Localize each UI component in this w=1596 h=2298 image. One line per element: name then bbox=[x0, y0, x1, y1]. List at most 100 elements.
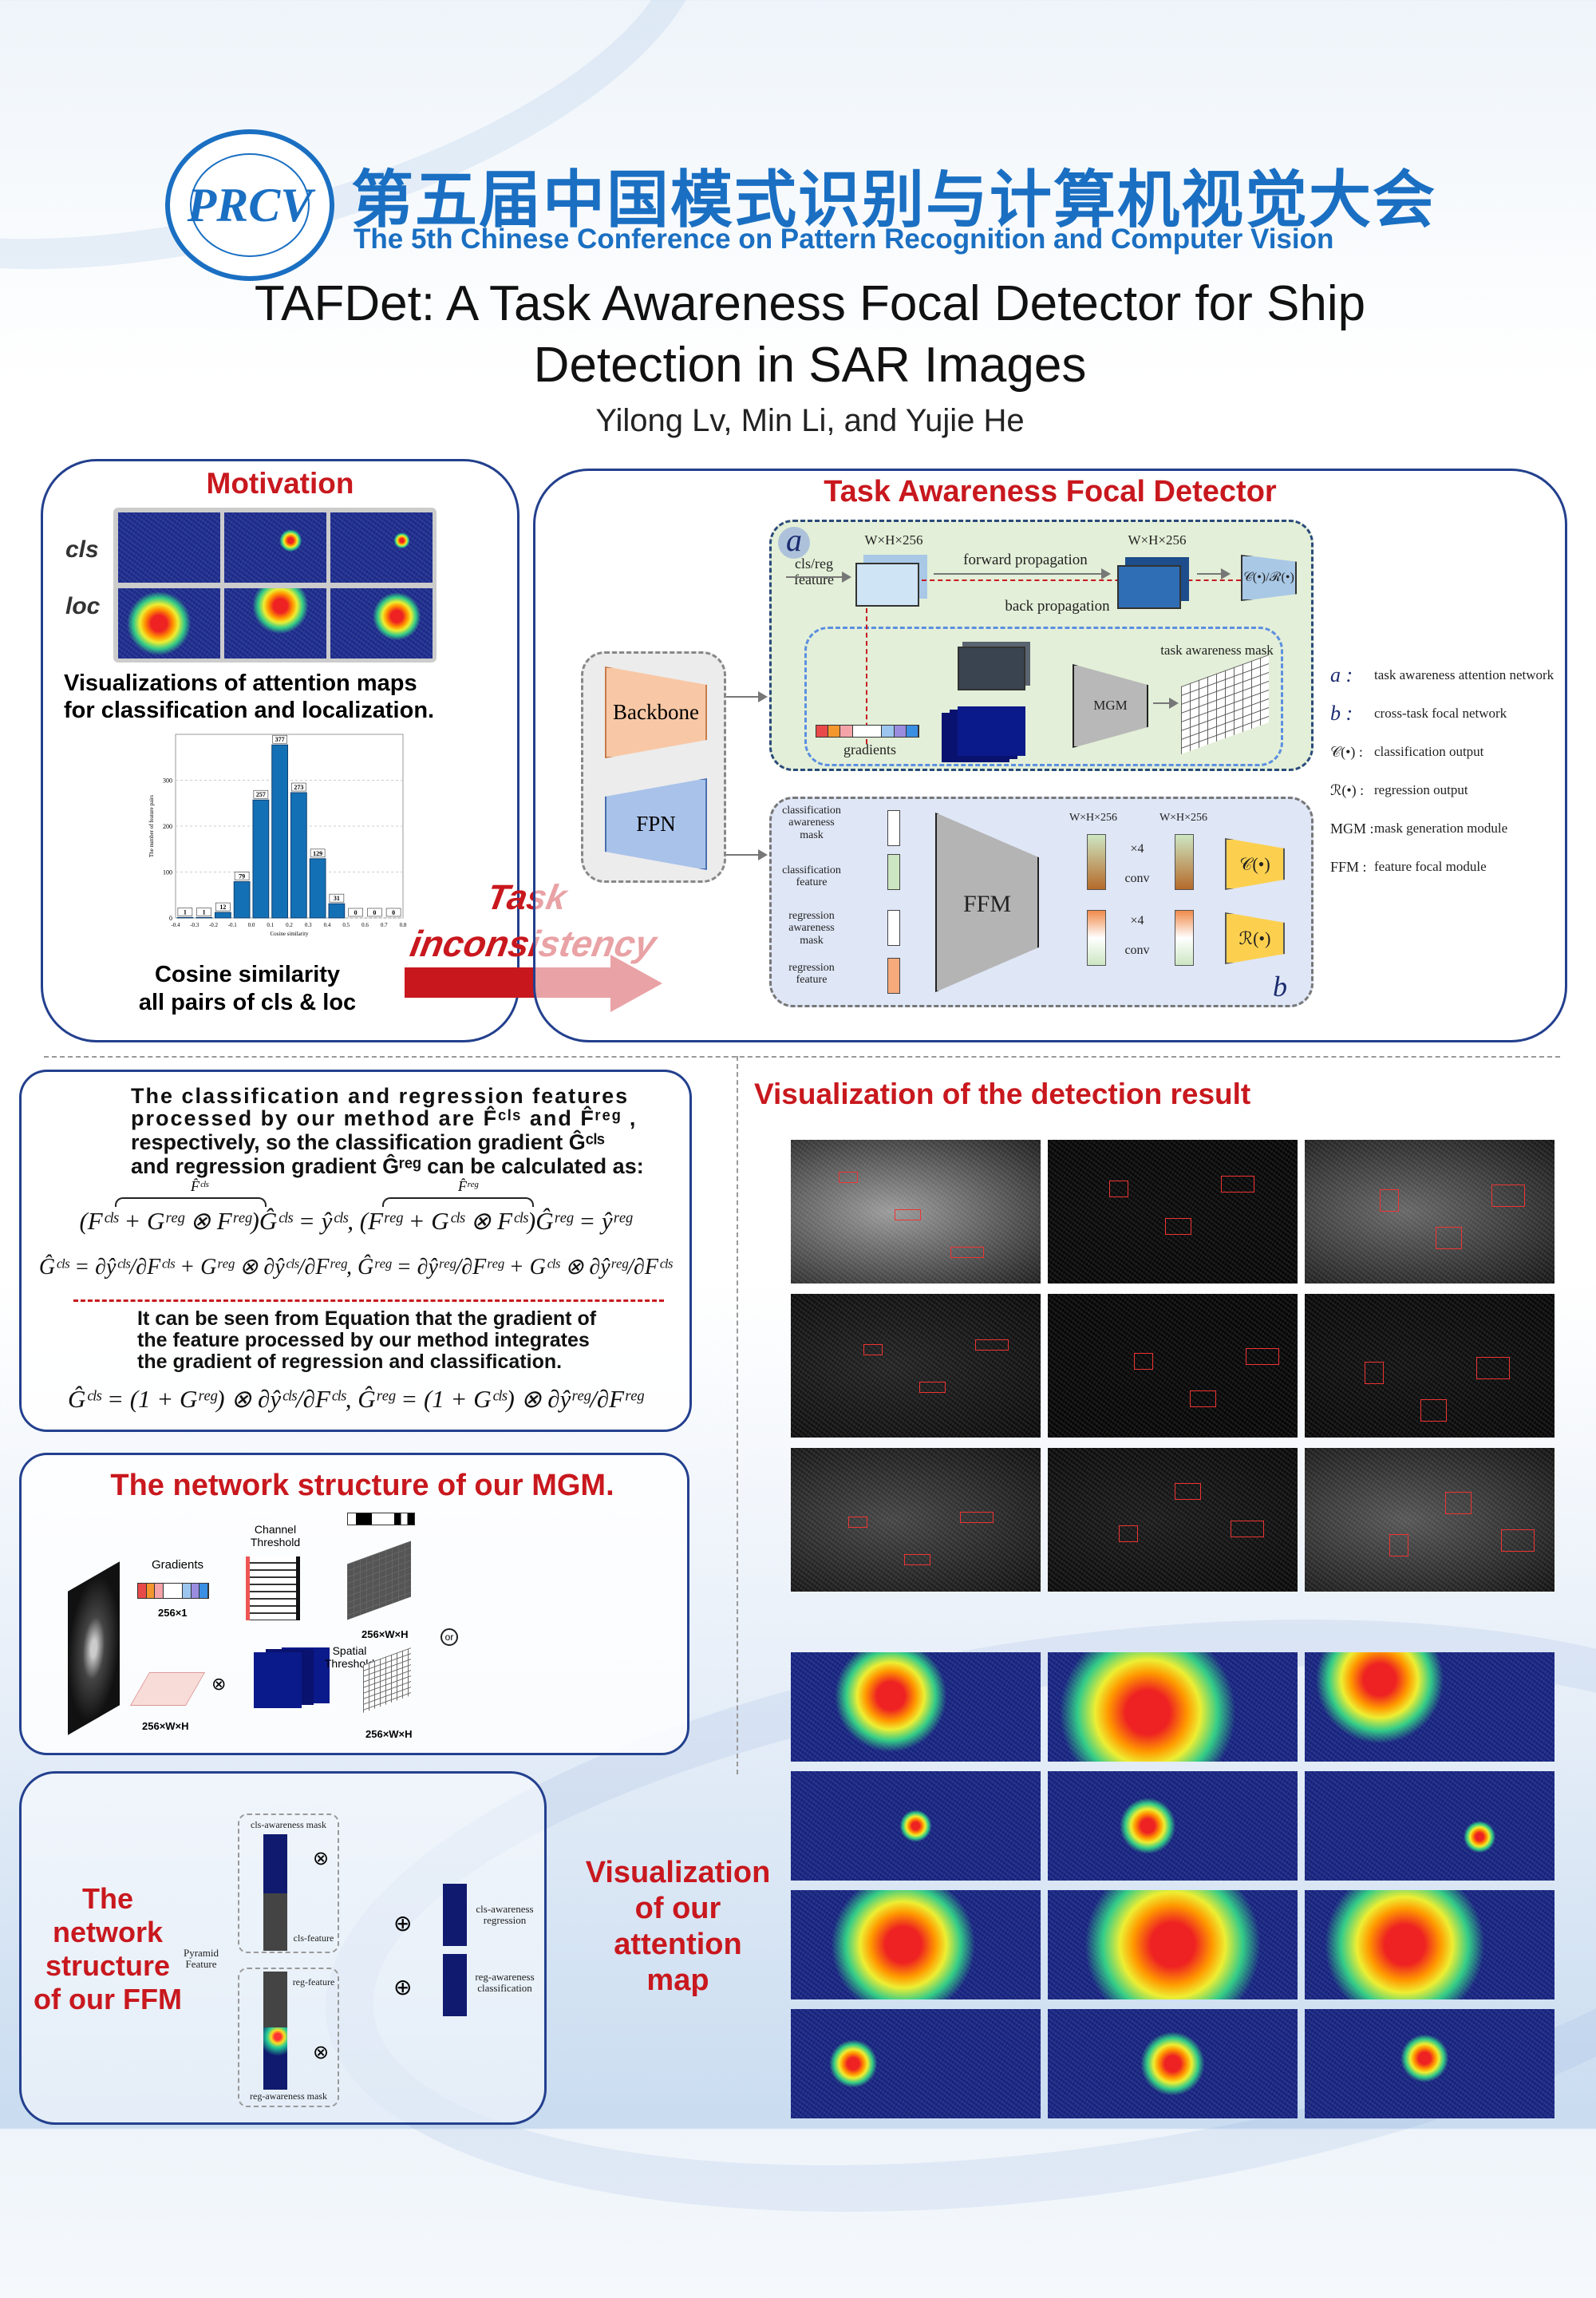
feature-slab-orange bbox=[887, 958, 900, 994]
detection-box bbox=[1221, 1176, 1254, 1193]
data-label-box bbox=[348, 908, 363, 917]
multiply-icon: ⊗ bbox=[313, 2042, 330, 2063]
logo-letters: PRCV bbox=[188, 153, 312, 257]
histogram-bar bbox=[290, 792, 307, 919]
tafd-title: Task Awareness Focal Detector bbox=[824, 475, 1277, 508]
detection-box bbox=[1445, 1492, 1472, 1514]
conference-logo: PRCV bbox=[165, 129, 334, 281]
detection-box bbox=[904, 1554, 930, 1565]
feature-cube-light bbox=[855, 563, 919, 607]
task-awareness-mask-label: task awareness mask bbox=[1160, 643, 1274, 658]
attention-title-line: of our bbox=[634, 1892, 721, 1925]
attention-map-image bbox=[791, 1771, 1041, 1881]
attention-map-tile bbox=[330, 512, 433, 583]
histogram-bar bbox=[233, 881, 251, 919]
attention-map-image bbox=[1305, 2009, 1555, 2118]
gradients-bar bbox=[816, 725, 919, 738]
legend-key: MGM : bbox=[1330, 820, 1374, 837]
badge-b: b bbox=[1273, 971, 1287, 1003]
data-label-box bbox=[272, 734, 287, 744]
reg-mask-image bbox=[263, 2027, 287, 2090]
feature-stack bbox=[958, 647, 1025, 690]
histogram-bar bbox=[309, 858, 326, 919]
detection-box bbox=[839, 1172, 858, 1183]
output-label: reg-awareness classification bbox=[475, 1971, 535, 1995]
detection-box bbox=[1491, 1185, 1525, 1207]
data-label-box bbox=[310, 848, 326, 858]
detection-box bbox=[1380, 1189, 1399, 1212]
detection-image bbox=[1048, 1140, 1298, 1283]
x-tick-label: -0.4 bbox=[171, 922, 180, 928]
multiply-icon: ⊗ bbox=[211, 1674, 227, 1694]
plot-area bbox=[175, 734, 404, 919]
x-tick-label: 0.7 bbox=[381, 922, 388, 928]
gradient-cell bbox=[894, 726, 907, 737]
data-label-box bbox=[385, 908, 401, 917]
sar-input-image bbox=[68, 1561, 120, 1735]
detection-image bbox=[791, 1294, 1041, 1438]
attention-map-image bbox=[791, 1652, 1041, 1762]
detection-box bbox=[1190, 1390, 1216, 1407]
brace bbox=[382, 1197, 534, 1207]
spatial-map-stack bbox=[254, 1652, 302, 1708]
reg-feature-label: reg-feature bbox=[292, 1976, 335, 1988]
detection-box bbox=[1389, 1534, 1408, 1556]
detection-box bbox=[1501, 1529, 1535, 1552]
motivation-caption-2: for classification and localization. bbox=[64, 698, 435, 723]
x-tick-label: 0.3 bbox=[305, 922, 312, 928]
cls-feature-image bbox=[263, 1893, 287, 1951]
equations-panel bbox=[19, 1070, 692, 1432]
detection-box bbox=[1109, 1181, 1128, 1197]
detection-box bbox=[975, 1339, 1009, 1351]
reg-feature-image bbox=[263, 1972, 287, 2029]
x-tick-label: 0.1 bbox=[267, 922, 274, 928]
y-axis-label: The number of feature pairs bbox=[148, 795, 155, 857]
divider bbox=[44, 1056, 1560, 1058]
data-label: 257 bbox=[256, 791, 266, 798]
detection-box bbox=[1246, 1348, 1279, 1365]
conv-label: conv bbox=[1124, 872, 1150, 885]
divider bbox=[737, 1056, 738, 1774]
histogram-bar bbox=[215, 912, 231, 919]
gradient-cell bbox=[155, 1584, 164, 1598]
cross-task-focal-network bbox=[769, 797, 1314, 1007]
detection-image bbox=[791, 1448, 1041, 1592]
gradient-map-stack bbox=[958, 706, 1025, 756]
gradient-cell bbox=[146, 1584, 156, 1598]
legend-item: ℛ(•) :regression output bbox=[1330, 771, 1562, 809]
histogram-bar bbox=[328, 903, 346, 919]
detection-image bbox=[1305, 1140, 1555, 1283]
data-label: 79 bbox=[239, 873, 245, 880]
detection-image bbox=[791, 1140, 1041, 1283]
detection-box bbox=[1436, 1227, 1462, 1249]
badge-a: a bbox=[778, 524, 810, 559]
dim-label: 256×W×H bbox=[361, 1628, 409, 1640]
attention-map-image bbox=[1048, 1890, 1298, 1999]
data-label-box bbox=[367, 908, 382, 917]
data-label: 1 bbox=[203, 908, 206, 916]
plus-icon: ⊕ bbox=[393, 1911, 413, 1936]
x-tick-label: 0.6 bbox=[361, 922, 369, 928]
attention-map-image bbox=[1048, 1771, 1298, 1881]
data-label-box bbox=[215, 902, 231, 912]
detection-box bbox=[1420, 1399, 1447, 1422]
data-label: 377 bbox=[275, 736, 285, 743]
input-label: regression feature bbox=[788, 962, 835, 987]
detection-box bbox=[1231, 1521, 1264, 1537]
authors: Yilong Lv, Min Li, and Yujie He bbox=[595, 403, 1025, 438]
gradient-cell bbox=[852, 726, 883, 737]
divider bbox=[73, 1299, 664, 1302]
conference-title-cn: 第五届中国模式识别与计算机视觉大会 bbox=[351, 164, 1437, 235]
data-label: 0 bbox=[354, 909, 358, 916]
dim-label: 256×W×H bbox=[365, 1728, 413, 1740]
attention-map-grid bbox=[113, 508, 437, 663]
gradient-cell bbox=[183, 1584, 192, 1598]
gradient-cell bbox=[138, 1584, 147, 1598]
detection-image bbox=[1048, 1294, 1298, 1438]
conv-label: conv bbox=[1124, 943, 1150, 957]
forward-propagation-label: forward propagation bbox=[963, 552, 1088, 568]
plus-icon: ⊕ bbox=[393, 1975, 413, 1999]
or-node: or bbox=[440, 1628, 458, 1646]
